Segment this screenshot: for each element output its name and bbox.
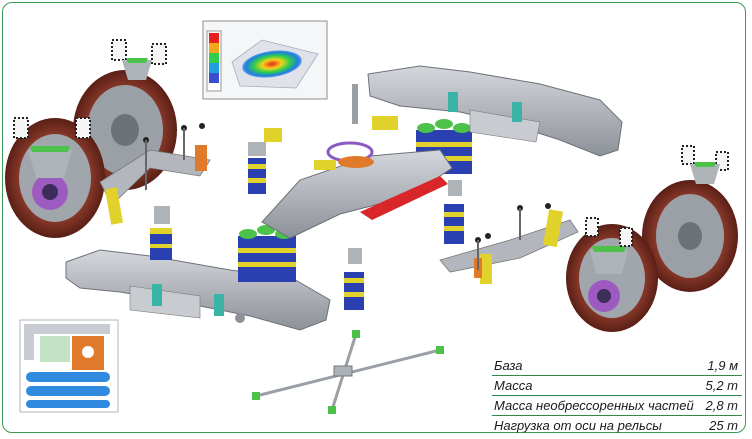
bolster [261, 84, 453, 239]
stress-contour-inset [202, 20, 328, 100]
spec-value: 25 т [709, 418, 738, 433]
specifications-table: База 1,9 м Масса 5,2 т Масса необрессоре… [492, 356, 742, 435]
section-detail-inset [19, 319, 119, 413]
left-side-frame [65, 249, 331, 331]
right-side-frame [367, 65, 623, 157]
spec-label: Масса [494, 378, 533, 393]
right-wheelset [566, 145, 738, 332]
spec-value: 1,9 м [707, 358, 738, 373]
spec-label: База [494, 358, 523, 373]
spec-value: 2,8 т [705, 398, 738, 413]
spec-row-unsprung-mass: Масса необрессоренных частей 2,8 т [492, 396, 742, 416]
spring-stack [444, 180, 464, 244]
spec-value: 5,2 т [705, 378, 738, 393]
spec-row-axle-load: Нагрузка от оси на рельсы 25 т [492, 416, 742, 435]
spring-stack [248, 128, 282, 194]
right-brake-lever [439, 203, 579, 284]
spec-label: Масса необрессоренных частей [494, 398, 694, 413]
spring-stack [344, 248, 364, 310]
cross-brace [252, 330, 444, 414]
spec-row-base: База 1,9 м [492, 356, 742, 376]
left-wheelset [5, 39, 211, 238]
figure-border [2, 2, 746, 433]
spring-stack [150, 206, 172, 260]
spec-row-mass: Масса 5,2 т [492, 376, 742, 396]
spec-label: Нагрузка от оси на рельсы [494, 418, 662, 433]
